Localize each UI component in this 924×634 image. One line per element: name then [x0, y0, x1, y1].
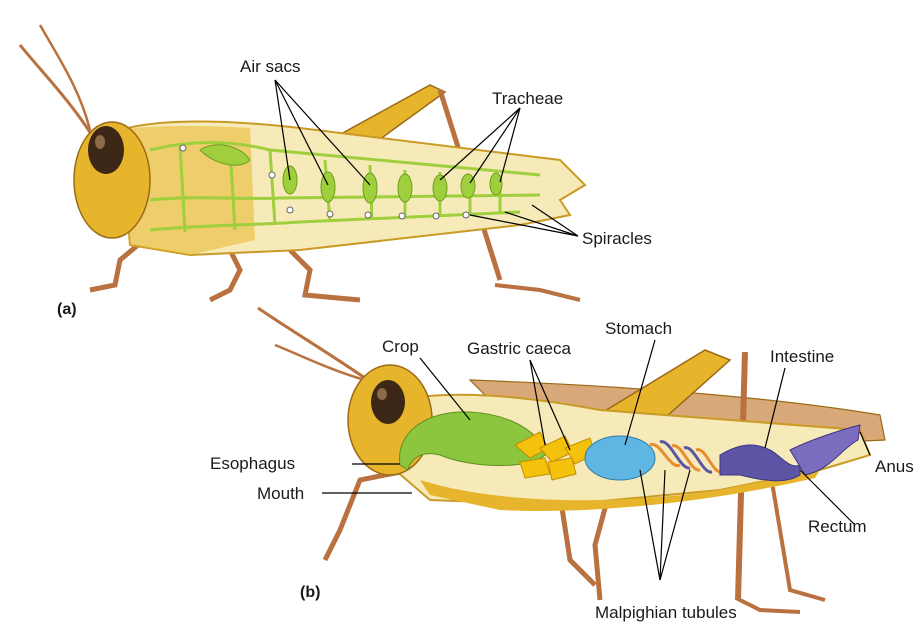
label-malpighian-tubules: Malpighian tubules: [595, 604, 737, 621]
eye-highlight-a: [95, 135, 105, 149]
middle-leg-a-2: [290, 250, 360, 300]
label-esophagus: Esophagus: [210, 455, 295, 472]
label-mouth: Mouth: [257, 485, 304, 502]
front-leg-b: [325, 470, 410, 560]
hind-foot-b: [736, 598, 800, 612]
label-intestine: Intestine: [770, 348, 834, 365]
label-anus: Anus: [875, 458, 914, 475]
panel-a-tag: (a): [57, 302, 77, 318]
panel-a-grasshopper: [20, 25, 585, 300]
eye-highlight-b: [377, 388, 387, 400]
label-rectum: Rectum: [808, 518, 867, 535]
eye-b: [371, 380, 405, 424]
panel-b-tag: (b): [300, 585, 320, 601]
hind-foot-a: [495, 285, 580, 300]
middle-leg-a: [210, 250, 240, 300]
label-air-sacs: Air sacs: [240, 58, 300, 75]
label-spiracles: Spiracles: [582, 230, 652, 247]
label-crop: Crop: [382, 338, 419, 355]
antenna-b-2: [275, 345, 365, 380]
eye-a: [88, 126, 124, 174]
label-tracheae: Tracheae: [492, 90, 563, 107]
label-gastric-caeca: Gastric caeca: [467, 340, 571, 357]
antenna-a: [20, 45, 95, 140]
stomach-b: [585, 436, 655, 480]
label-stomach: Stomach: [605, 320, 672, 337]
